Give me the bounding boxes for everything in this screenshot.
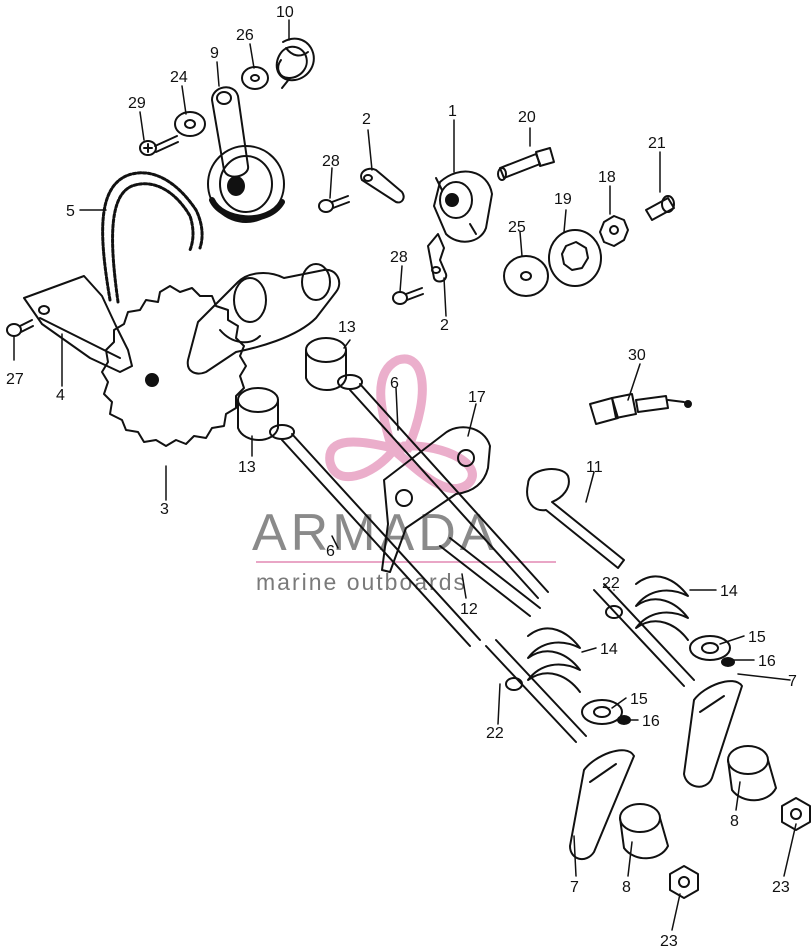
callout-10: 10 bbox=[276, 4, 294, 21]
callout-6b: 6 bbox=[326, 543, 335, 560]
callout-16a: 16 bbox=[758, 653, 776, 670]
callout-8a: 8 bbox=[730, 813, 739, 830]
callout-26: 26 bbox=[236, 27, 254, 44]
leader-lines bbox=[13, 19, 797, 931]
part-bolt-20 bbox=[497, 147, 555, 181]
callout-7a: 7 bbox=[788, 673, 797, 690]
brand-tagline: marine outboards bbox=[256, 569, 467, 595]
part-valve-11 bbox=[526, 468, 625, 569]
part-stud-22a bbox=[593, 583, 695, 687]
part-screw-28b bbox=[392, 287, 424, 305]
part-tappet-13b bbox=[237, 387, 295, 441]
callout-3: 3 bbox=[160, 501, 169, 518]
part-tappet-13a bbox=[305, 337, 363, 391]
part-camshaft bbox=[186, 263, 341, 375]
part-spring-10 bbox=[275, 37, 315, 89]
part-rocker-bracket-17 bbox=[381, 426, 491, 573]
part-washer-26 bbox=[241, 66, 269, 90]
callout-6a: 6 bbox=[390, 375, 399, 392]
callout-13a: 13 bbox=[338, 319, 356, 336]
part-tensioner-arm-9 bbox=[207, 86, 285, 223]
part-screw-27 bbox=[6, 319, 34, 337]
callout-22b: 22 bbox=[486, 725, 504, 742]
callout-1: 1 bbox=[448, 103, 457, 120]
callout-15a: 15 bbox=[748, 629, 766, 646]
part-sprocket-3 bbox=[101, 285, 247, 447]
callout-25: 25 bbox=[508, 219, 526, 236]
callout-22a: 22 bbox=[602, 575, 620, 592]
callout-18: 18 bbox=[598, 169, 616, 186]
part-stud-22b bbox=[485, 639, 587, 743]
part-retainer-15a bbox=[689, 635, 731, 661]
callout-23a: 23 bbox=[772, 879, 790, 896]
callout-30: 30 bbox=[628, 347, 646, 364]
part-plate-19 bbox=[548, 229, 602, 287]
callout-21: 21 bbox=[648, 135, 666, 152]
part-chain-5 bbox=[101, 171, 204, 304]
callout-12: 12 bbox=[460, 601, 478, 618]
callout-20: 20 bbox=[518, 109, 536, 126]
callout-2b: 2 bbox=[440, 317, 449, 334]
part-adjuster-8b bbox=[619, 803, 669, 860]
part-bolt-21 bbox=[645, 195, 675, 221]
part-rocker-arm-7a bbox=[683, 680, 743, 788]
propeller-logo-icon bbox=[325, 354, 477, 494]
part-cam-1 bbox=[433, 170, 493, 243]
part-shaft-12 bbox=[439, 537, 541, 617]
callout-24: 24 bbox=[170, 69, 188, 86]
callout-29: 29 bbox=[128, 95, 146, 112]
callout-28b: 28 bbox=[390, 249, 408, 266]
part-nut-23a bbox=[781, 797, 811, 831]
part-retainer-15b bbox=[581, 699, 623, 725]
part-washer-24 bbox=[174, 111, 206, 137]
part-valve-spring-14b bbox=[527, 627, 581, 693]
callout-23b: 23 bbox=[660, 933, 678, 950]
callout-16b: 16 bbox=[642, 713, 660, 730]
callout-8b: 8 bbox=[622, 879, 631, 896]
part-spark-plug-30 bbox=[589, 393, 692, 425]
callout-13b: 13 bbox=[238, 459, 256, 476]
callout-17: 17 bbox=[468, 389, 486, 406]
part-nut-18 bbox=[599, 215, 629, 247]
part-lock-tab-2a bbox=[360, 167, 405, 204]
callout-5: 5 bbox=[66, 203, 75, 220]
callout-19: 19 bbox=[554, 191, 572, 208]
part-valve-spring-14a bbox=[635, 575, 689, 641]
callout-7b: 7 bbox=[570, 879, 579, 896]
callout-14b: 14 bbox=[600, 641, 618, 658]
part-nut-23b bbox=[669, 865, 699, 899]
part-washer-25 bbox=[503, 255, 549, 297]
part-pushrod-6a bbox=[349, 383, 549, 599]
callout-4: 4 bbox=[56, 387, 65, 404]
part-screw-29 bbox=[139, 135, 179, 156]
callout-28a: 28 bbox=[322, 153, 340, 170]
part-lock-tab-2b bbox=[427, 233, 448, 283]
callout-labels: 10 26 9 24 29 2 1 20 21 28 18 19 5 25 28… bbox=[6, 4, 797, 950]
callout-9: 9 bbox=[210, 45, 219, 62]
callout-2a: 2 bbox=[362, 111, 371, 128]
callout-27: 27 bbox=[6, 371, 24, 388]
brand-name: ARMADA bbox=[252, 504, 498, 562]
callout-11: 11 bbox=[586, 459, 603, 476]
part-collet-16a bbox=[721, 657, 735, 667]
part-adjuster-8a bbox=[727, 745, 777, 802]
callout-15b: 15 bbox=[630, 691, 648, 708]
callout-14a: 14 bbox=[720, 583, 738, 600]
part-screw-28a bbox=[318, 195, 350, 213]
part-rocker-arm-7b bbox=[569, 749, 635, 861]
